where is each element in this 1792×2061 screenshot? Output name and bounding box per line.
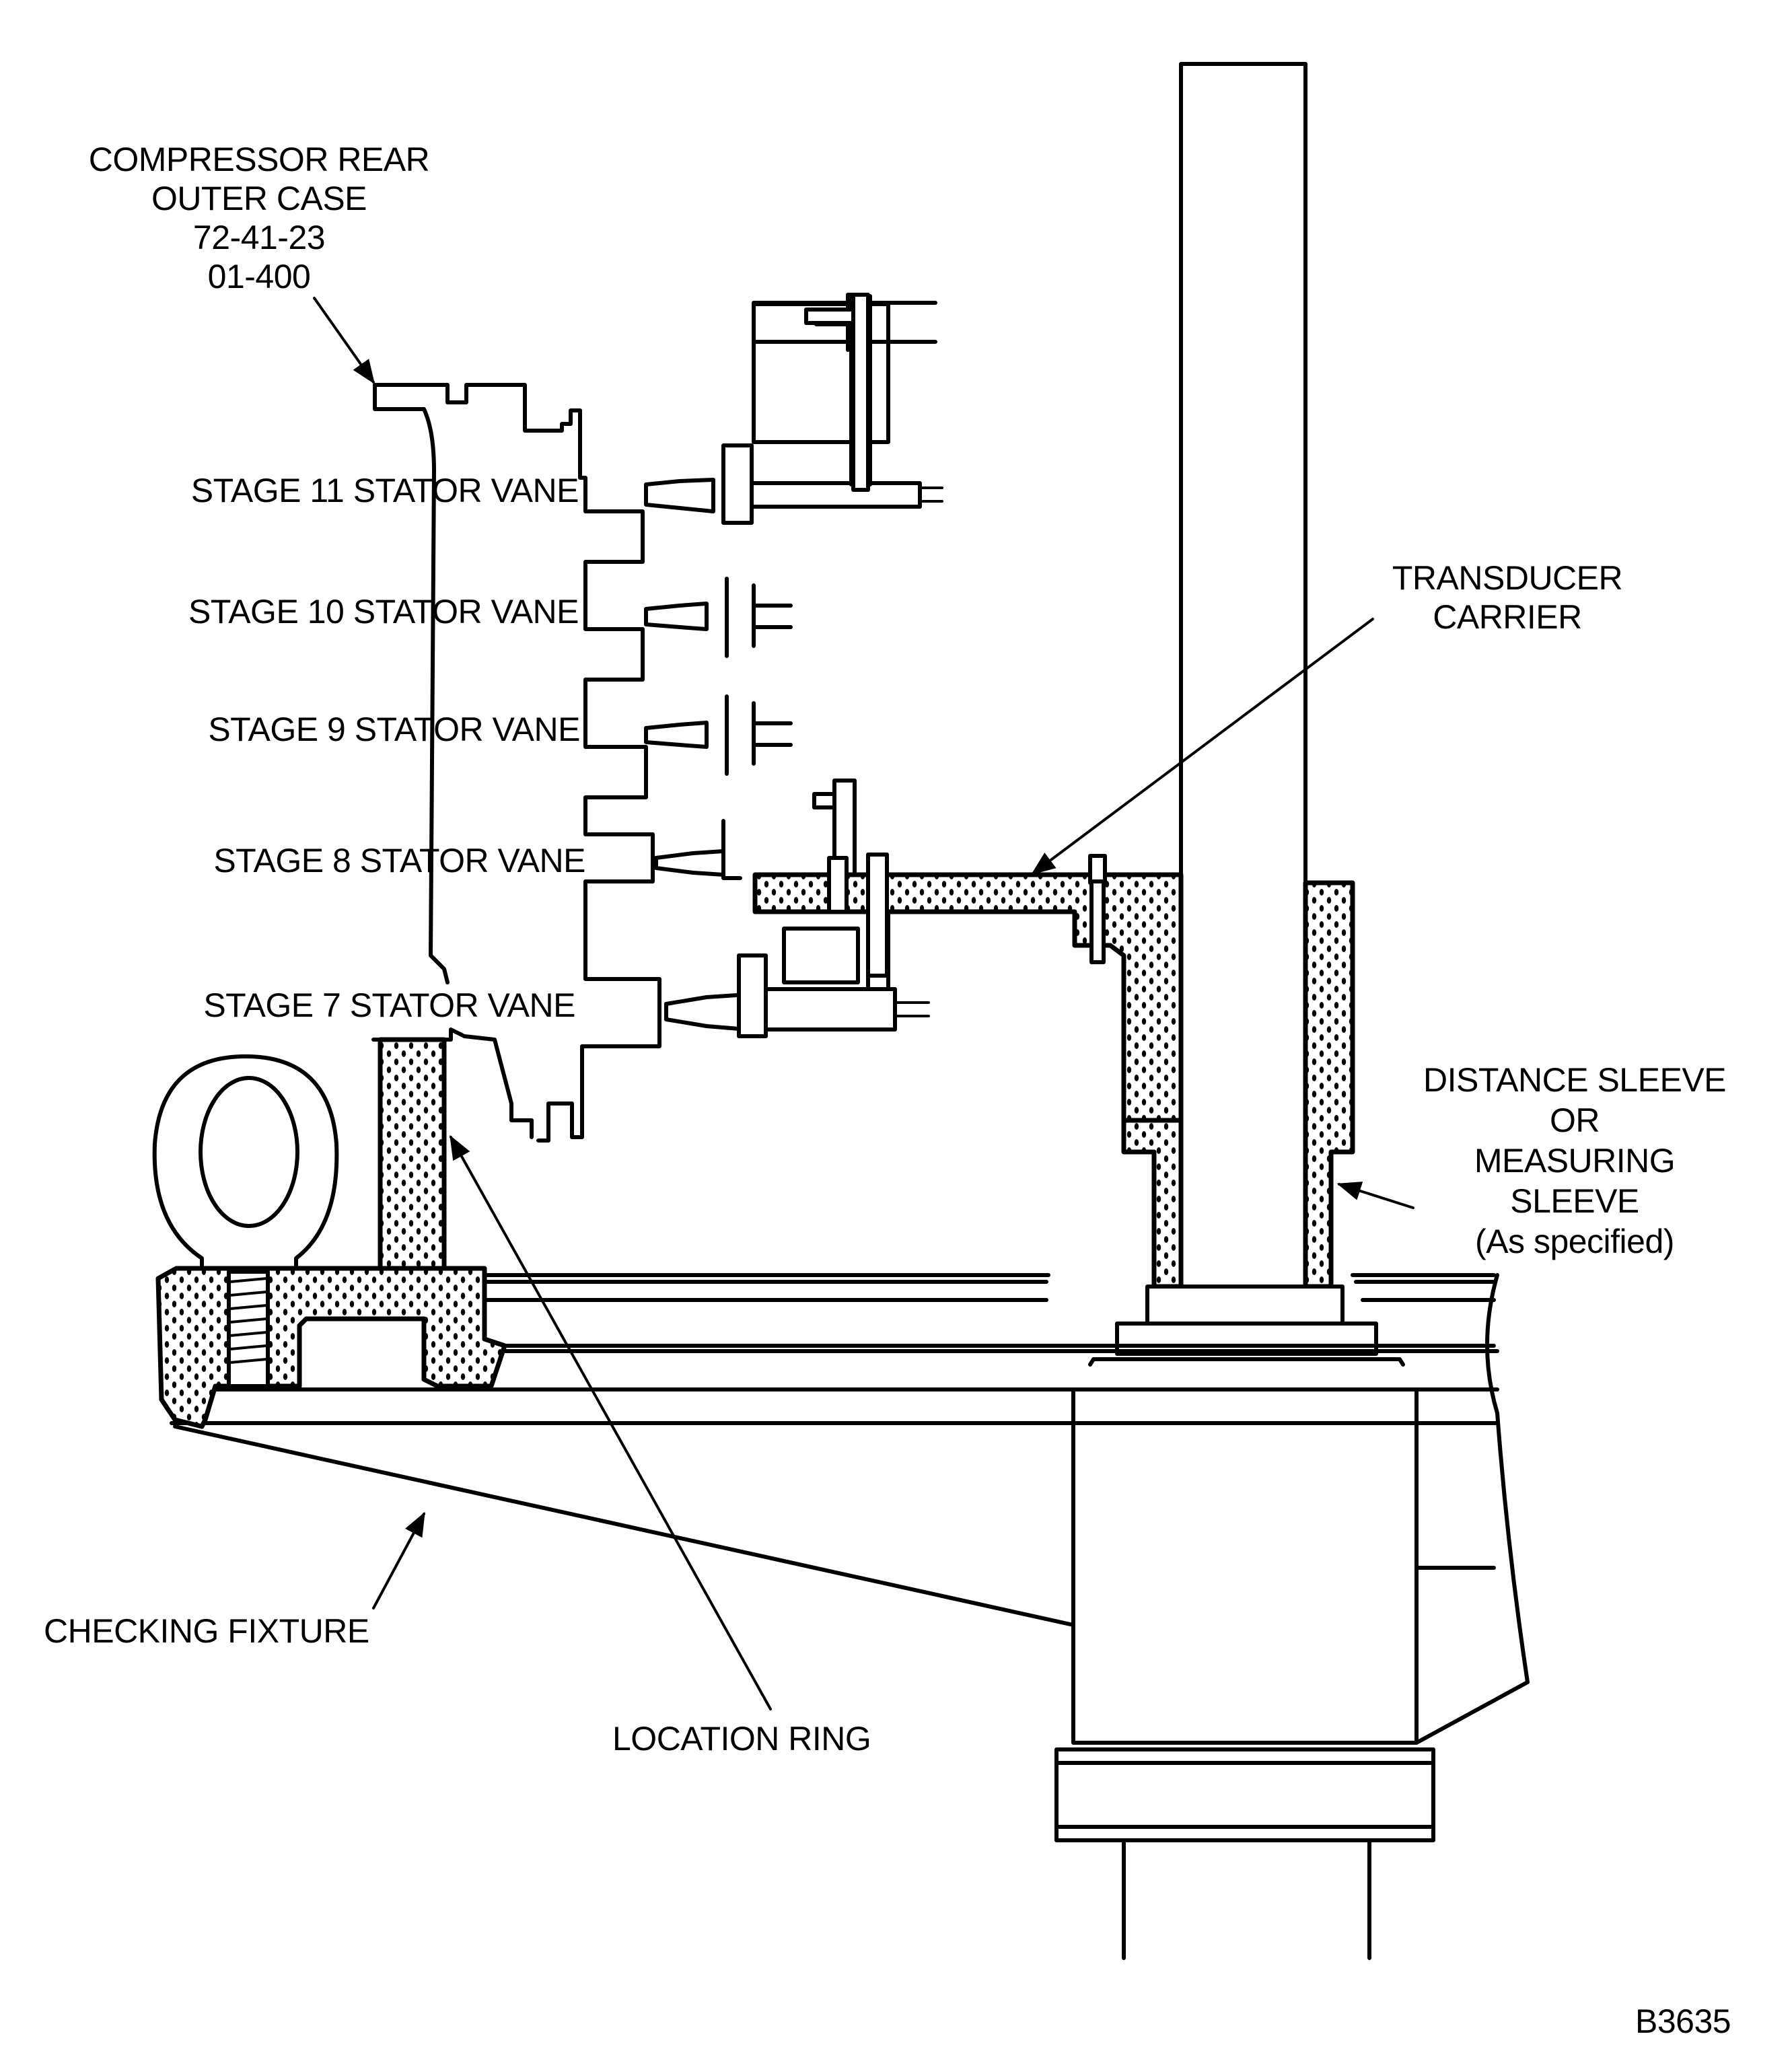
label-stage-7: STAGE 7 STATOR VANE — [203, 986, 575, 1024]
label-outer-case-line1: COMPRESSOR REAR — [88, 141, 430, 178]
label-sleeve-line5: (As specified) — [1475, 1223, 1674, 1260]
label-sleeve-line1: DISTANCE SLEEVE — [1423, 1061, 1727, 1099]
label-location-ring: LOCATION RING — [612, 1720, 871, 1758]
label-transducer-carrier: TRANSDUCER CARRIER — [1346, 558, 1669, 637]
label-outer-case: COMPRESSOR REAR OUTER CASE 72-41-23 01-4… — [64, 140, 454, 296]
label-sleeve: DISTANCE SLEEVE OR MEASURING SLEEVE (As … — [1386, 1060, 1763, 1262]
central-shaft — [1179, 62, 1307, 1291]
label-outer-case-line3: 72-41-23 — [192, 219, 326, 256]
leader-sleeve — [1336, 1182, 1414, 1209]
transducer-stage-7 — [664, 779, 930, 1038]
transducer-stage-8 — [654, 819, 742, 880]
label-stage-11: STAGE 11 STATOR VANE — [190, 472, 579, 509]
label-sleeve-line3: MEASURING — [1474, 1142, 1676, 1180]
label-checking-fixture: CHECKING FIXTURE — [44, 1612, 369, 1650]
transducer-stage-10 — [644, 577, 793, 658]
label-outer-case-line2: OUTER CASE — [151, 180, 367, 217]
leader-transducer-carrier — [1031, 618, 1374, 875]
lifting-eye-bolt — [152, 1054, 339, 1270]
transducer-carrier — [752, 853, 1184, 1123]
fixture-flange — [155, 1266, 507, 1429]
label-stage-10: STAGE 10 STATOR VANE — [188, 593, 579, 630]
label-sleeve-line2: OR — [1550, 1101, 1600, 1139]
shaft-base-rings — [1088, 1285, 1405, 1367]
transducer-stage-9 — [644, 694, 793, 776]
location-ring — [378, 1037, 447, 1274]
label-sleeve-line4: SLEEVE — [1510, 1182, 1639, 1220]
figure-id: B3635 — [1635, 2002, 1731, 2040]
leader-lines — [313, 297, 1414, 1710]
label-transducer-carrier-line1: TRANSDUCER — [1392, 559, 1623, 597]
leader-outer-case — [313, 297, 375, 384]
label-stage-8: STAGE 8 STATOR VANE — [213, 842, 585, 879]
leader-checking-fixture — [372, 1511, 425, 1610]
leader-location-ring — [450, 1134, 772, 1710]
label-transducer-carrier-line2: CARRIER — [1433, 598, 1582, 636]
label-outer-case-line4: 01-400 — [207, 258, 311, 295]
outer-case-profile — [371, 383, 661, 1143]
label-stage-9: STAGE 9 STATOR VANE — [208, 711, 580, 748]
transducer-stage-11 — [644, 293, 943, 525]
checking-fixture — [170, 1273, 1530, 1960]
